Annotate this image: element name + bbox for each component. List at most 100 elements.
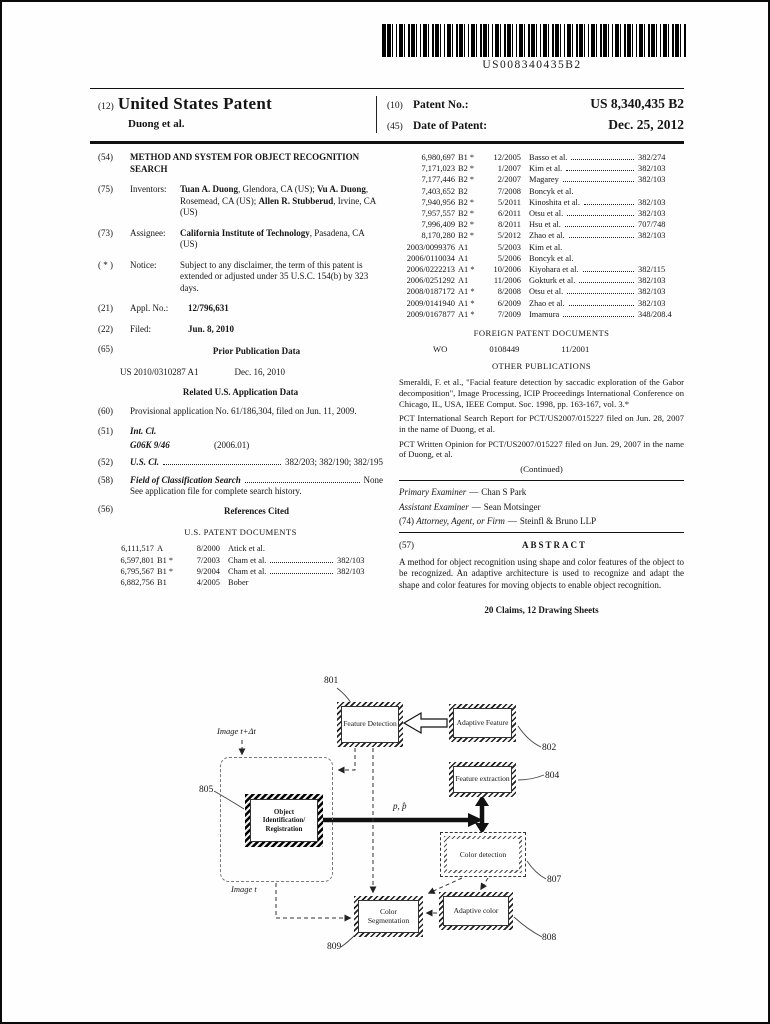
cited-kind-code: A1	[458, 242, 469, 252]
adaptive-feature-label: Adaptive Feature	[453, 708, 512, 738]
patent-date: Dec. 25, 2012	[608, 117, 684, 132]
cited-patent-number: 2003/0099376	[406, 242, 455, 252]
cited-date: 10/2006	[493, 265, 521, 275]
cited-inventor: Zhao et al.	[529, 231, 565, 241]
citation-row: 2009/0167877 A1 * 7/2009 Imamura 348/208…	[399, 309, 684, 320]
int-cl-class: G06K 9/46	[130, 439, 170, 450]
cited-patent-number: 7,171,023	[421, 164, 456, 174]
citation-row: 6,597,801 B1 * 7/2003 Cham et al. 382/10…	[98, 555, 383, 566]
citation-row: 6,111,517 A 8/2000 Atick et al.	[98, 543, 383, 554]
citation-row: 2008/0187172 A1 * 8/2008 Otsu et al. 382…	[399, 286, 684, 297]
barcode-icon	[382, 24, 686, 57]
figure-math-label: p, p̂	[393, 801, 407, 811]
prior-publication-row: US 2010/0310287 A1 Dec. 16, 2010	[98, 367, 383, 379]
dash-separator: —	[469, 487, 479, 498]
attorney-name: Steinfl & Bruno LLP	[519, 516, 597, 527]
us-cl-value: 382/203; 382/190; 382/195	[284, 457, 383, 468]
cited-patent-number: 2009/0167877	[406, 309, 455, 319]
patent-title-row: (12) United States Patent	[98, 94, 376, 114]
publication-number: US 2010/0310287 A1	[120, 366, 199, 377]
field-54-code: (54)	[98, 152, 113, 162]
cited-patent-number: 2006/0222213	[406, 265, 455, 275]
inventor-name: Allen R. Stubberud	[258, 195, 334, 206]
field-title: (54) METHOD AND SYSTEM FOR OBJECT RECOGN…	[98, 152, 383, 175]
field-prior-pub: (65) Prior Publication Data	[98, 344, 383, 364]
citation-row: 2006/0222213 A1 * 10/2006 Kiyohara et al…	[399, 264, 684, 275]
dotted-leader	[568, 298, 634, 306]
foreign-number: 0108449	[489, 344, 520, 355]
notice-code: ( * )	[98, 259, 113, 270]
cited-date: 5/2006	[497, 253, 521, 263]
cited-inventor: Kinoshita et al.	[529, 197, 580, 207]
dotted-leader	[567, 286, 634, 295]
cited-kind-code: B2 *	[458, 175, 475, 185]
header-left: (12) United States Patent Duong et al.	[98, 94, 376, 133]
us-cl-label: U.S. Cl.	[130, 457, 160, 468]
assistant-examiner-line: Assistant Examiner—Sean Motsinger	[399, 502, 684, 514]
cited-patent-number: 6,980,697	[421, 153, 456, 162]
foreign-country: WO	[433, 344, 448, 355]
cited-inventor: Cham et al.	[228, 566, 267, 576]
cited-patent-number: 2009/0141940	[406, 298, 455, 308]
references-heading: References Cited	[223, 505, 290, 516]
prior-publication-heading: Prior Publication Data	[212, 346, 301, 357]
field-us-cl: (52) U.S. Cl. 382/203; 382/190; 382/195	[98, 457, 383, 469]
header-right: (10) Patent No.: US 8,340,435 B2 (45) Da…	[387, 94, 684, 133]
abstract-code: (57)	[399, 539, 414, 550]
filed-label: Filed:	[130, 323, 152, 334]
cited-classification: 382/103	[638, 175, 666, 185]
cited-inventor: Magarey	[529, 175, 559, 185]
patent-number: US 8,340,435 B2	[590, 96, 684, 111]
us-patent-documents-heading: U.S. PATENT DOCUMENTS	[184, 527, 297, 538]
cited-date: 2/2007	[497, 175, 521, 185]
dotted-leader	[244, 475, 360, 483]
cited-kind-code: B1	[157, 577, 167, 587]
figure-ref-807: 807	[547, 875, 562, 885]
cited-kind-code: B1 *	[157, 555, 174, 565]
patent-date-code: (45)	[387, 122, 403, 132]
cited-date: 11/2006	[493, 276, 521, 286]
cited-inventor: Hsu et al.	[529, 220, 561, 230]
field-notice: ( * ) Notice: Subject to any disclaimer,…	[98, 260, 383, 295]
continued-note: (Continued)	[520, 464, 563, 475]
field-appl-no: (21) Appl. No.: 12/796,631	[98, 303, 383, 315]
cited-kind-code: B1 *	[157, 566, 174, 576]
cited-date: 5/2003	[497, 242, 521, 252]
cited-patent-number: 2006/0110034	[406, 253, 455, 263]
dotted-leader	[571, 152, 634, 160]
cited-date: 9/2004	[196, 566, 220, 576]
field-60-code: (60)	[98, 405, 113, 416]
attorney-line: (74) Attorney, Agent, or Firm—Steinfl & …	[399, 516, 684, 528]
abstract-rule	[399, 531, 684, 533]
dotted-leader	[270, 555, 333, 563]
citation-row: 7,957,557 B2 * 6/2011 Otsu et al. 382/10…	[399, 208, 684, 219]
field-assignee: (73) Assignee: California Institute of T…	[98, 228, 383, 251]
cited-inventor: Zhao et al.	[529, 298, 565, 308]
left-column: (54) METHOD AND SYSTEM FOR OBJECT RECOGN…	[98, 152, 383, 670]
assistant-examiner-label: Assistant Examiner	[399, 501, 469, 512]
abstract-heading-row: (57) ABSTRACT	[399, 540, 684, 552]
examiner-rule	[399, 480, 684, 482]
dotted-leader	[583, 197, 634, 205]
cited-date: 12/2005	[493, 153, 521, 162]
publication-reference: PCT Written Opinion for PCT/US2007/01522…	[399, 438, 684, 460]
primary-examiner-line: Primary Examiner—Chan S Park	[399, 487, 684, 499]
field-21-code: (21)	[98, 303, 113, 314]
cited-classification: 382/103	[638, 197, 666, 207]
cited-kind-code: B1 *	[458, 153, 475, 162]
figure-ref-802: 802	[542, 743, 557, 753]
citation-row: 2003/0099376 A1 5/2003 Kim et al.	[399, 242, 684, 253]
right-column: 6,980,697 B1 * 12/2005 Basso et al. 382/…	[399, 152, 684, 670]
foreign-citations: WO 0108449 11/2001	[399, 344, 684, 355]
patent-number-row: (10) Patent No.: US 8,340,435 B2	[387, 96, 684, 112]
citation-row: 6,980,697 B1 * 12/2005 Basso et al. 382/…	[399, 152, 684, 163]
inventor: Allen R. Stubberud, Irvine, CA (US)	[180, 196, 376, 218]
field-65-code: (65)	[98, 344, 113, 355]
figure-label-image-t: Image t	[231, 884, 257, 894]
abstract-heading: ABSTRACT	[521, 539, 587, 550]
cited-date: 6/2009	[497, 298, 521, 308]
cited-date: 6/2011	[498, 209, 521, 219]
cited-kind-code: A1	[458, 276, 469, 286]
cited-inventor: Atick et al.	[228, 544, 265, 554]
patent-authors: Duong et al.	[128, 118, 185, 130]
